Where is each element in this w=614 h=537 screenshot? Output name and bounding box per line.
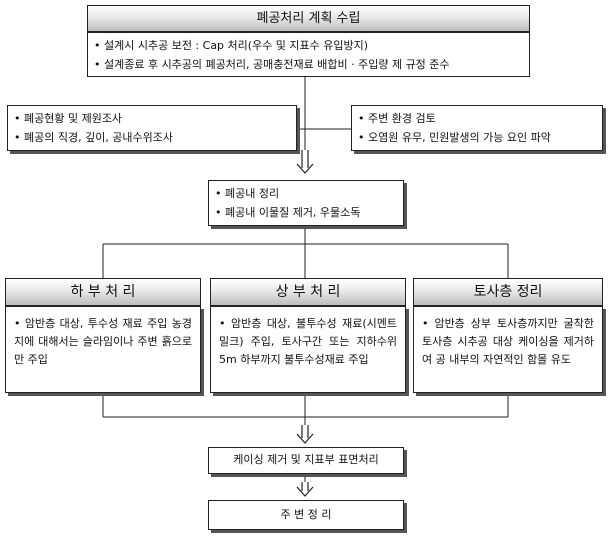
environment-line: • 주변 환경 검토	[358, 112, 436, 125]
final-cleanup-box: 주 변 정 리	[208, 500, 404, 530]
soil-layer-header: 토사층 정리	[413, 278, 603, 306]
lower-treatment-title: 하 부 처 리	[70, 284, 136, 300]
upper-treatment-box: • 암반층 대상, 불투수성 재료(시멘트 밀크) 주입, 토사구간 또는 지하…	[210, 306, 406, 393]
plan-detail-line: • 설계시 시추공 보전 : Cap 처리(우수 및 지표수 유입방지)	[94, 39, 369, 52]
arrow-down-icon	[296, 150, 314, 174]
upper-treatment-header: 상 부 처 리	[210, 278, 406, 306]
final-cleanup-text: 주 변 정 리	[280, 508, 332, 521]
upper-treatment-title: 상 부 처 리	[275, 284, 341, 300]
survey-line: • 폐공의 직경, 깊이, 공내수위조사	[14, 131, 174, 144]
casing-removal-text: 케이싱 제거 및 지표부 표면처리	[233, 453, 379, 466]
upper-treatment-text: • 암반층 대상, 불투수성 재료(시멘트 밀크) 주입, 토사구간 또는 지하…	[219, 317, 397, 366]
lower-treatment-text: • 암반층 대상, 투수성 재료 주입 농경지에 대해서는 슬라임이나 주변 흙…	[14, 317, 192, 366]
well-cleanup-box: • 폐공내 정리 • 폐공내 이물질 제거, 우물소독	[208, 180, 404, 226]
cleanup-line: • 폐공내 정리	[215, 187, 280, 200]
plan-title-header: 폐공처리 계획 수립	[87, 5, 530, 32]
site-survey-box: • 폐공현황 및 제원조사 • 폐공의 직경, 깊이, 공내수위조사	[7, 105, 297, 151]
environment-line: • 오염원 유무, 민원발생의 가능 요인 파악	[358, 131, 551, 144]
environment-review-box: • 주변 환경 검토 • 오염원 유무, 민원발생의 가능 요인 파악	[351, 105, 603, 151]
soil-layer-box: • 암반층 상부 토사층까지만 굴착한 토사층 시추공 대상 케이싱을 제거하여…	[413, 306, 603, 393]
soil-layer-text: • 암반층 상부 토사층까지만 굴착한 토사층 시추공 대상 케이싱을 제거하여…	[422, 317, 594, 366]
plan-details-box: • 설계시 시추공 보전 : Cap 처리(우수 및 지표수 유입방지) • 설…	[87, 32, 530, 77]
soil-layer-title: 토사층 정리	[473, 284, 543, 300]
plan-detail-line: • 설계종료 후 시추공의 폐공처리, 공매충전재료 배합비 · 주입량 제 규…	[94, 58, 450, 71]
lower-treatment-header: 하 부 처 리	[5, 278, 201, 306]
cleanup-line: • 폐공내 이물질 제거, 우물소독	[215, 206, 361, 219]
lower-treatment-box: • 암반층 대상, 투수성 재료 주입 농경지에 대해서는 슬라임이나 주변 흙…	[5, 306, 201, 393]
arrow-down-icon	[296, 425, 314, 444]
plan-title: 폐공처리 계획 수립	[256, 11, 361, 26]
arrow-down-icon	[296, 482, 314, 497]
survey-line: • 폐공현황 및 제원조사	[14, 112, 123, 125]
casing-removal-box: 케이싱 제거 및 지표부 표면처리	[208, 447, 404, 474]
